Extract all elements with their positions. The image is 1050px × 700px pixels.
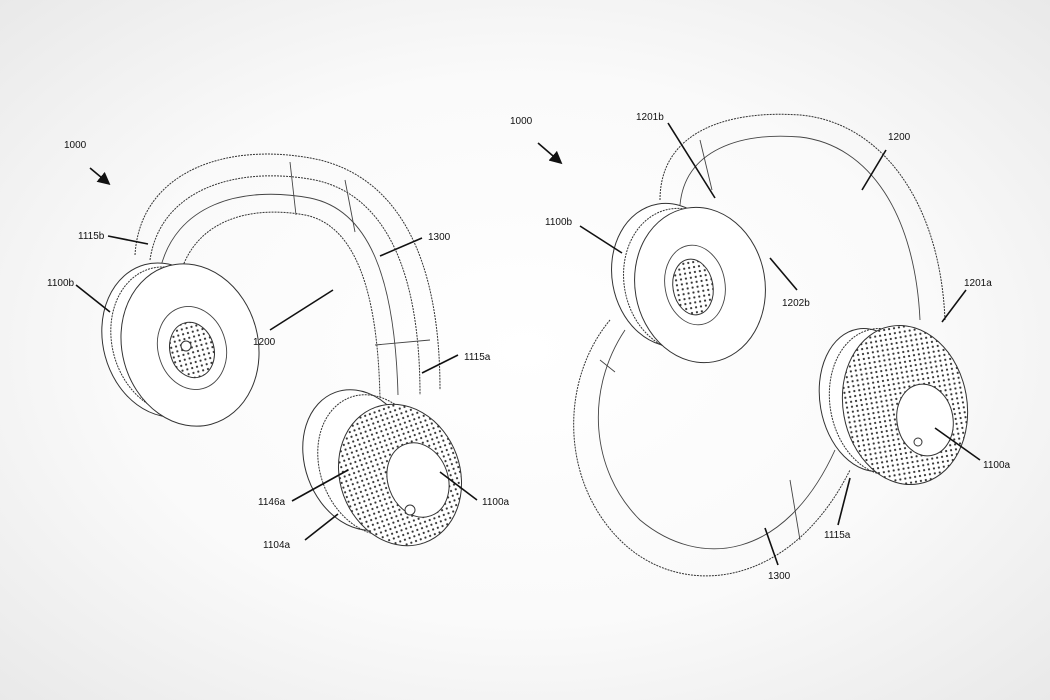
left-headband xyxy=(134,153,441,401)
label-1200-right: 1200 xyxy=(888,132,911,143)
label-1300-left: 1300 xyxy=(428,232,451,243)
right-visor xyxy=(573,319,851,577)
left-earcup-a xyxy=(302,389,463,547)
label-1201b: 1201b xyxy=(636,112,664,123)
label-1100b-right: 1100b xyxy=(545,217,573,228)
right-headphones-figure: 1000 1201b 1200 1100b 1202b 1201a 1100a … xyxy=(510,112,1011,582)
label-1100a-left: 1100a xyxy=(482,497,510,508)
label-1100a-right: 1100a xyxy=(983,460,1011,471)
label-1300-right: 1300 xyxy=(768,571,791,582)
label-1201a: 1201a xyxy=(964,278,992,289)
label-1202b: 1202b xyxy=(782,298,810,309)
label-1115a-right: 1115a xyxy=(824,530,851,541)
label-1115b: 1115b xyxy=(78,231,105,242)
left-earcup-b xyxy=(101,262,260,427)
left-leader-lines xyxy=(75,167,478,541)
label-1100b-left: 1100b xyxy=(47,278,75,289)
right-leader-lines xyxy=(537,122,981,566)
left-headphones-figure: 1000 1115b 1100b 1300 1200 1115a 1146a 1… xyxy=(47,140,510,551)
label-1146a: 1146a xyxy=(258,497,286,508)
right-earcup-b xyxy=(611,202,766,364)
label-1104a: 1104a xyxy=(263,540,291,551)
label-1000-right: 1000 xyxy=(510,116,533,127)
right-earcup-a xyxy=(818,324,969,486)
label-1000-left: 1000 xyxy=(64,140,87,151)
label-1115a-left: 1115a xyxy=(464,352,491,363)
label-1200-left: 1200 xyxy=(253,337,276,348)
